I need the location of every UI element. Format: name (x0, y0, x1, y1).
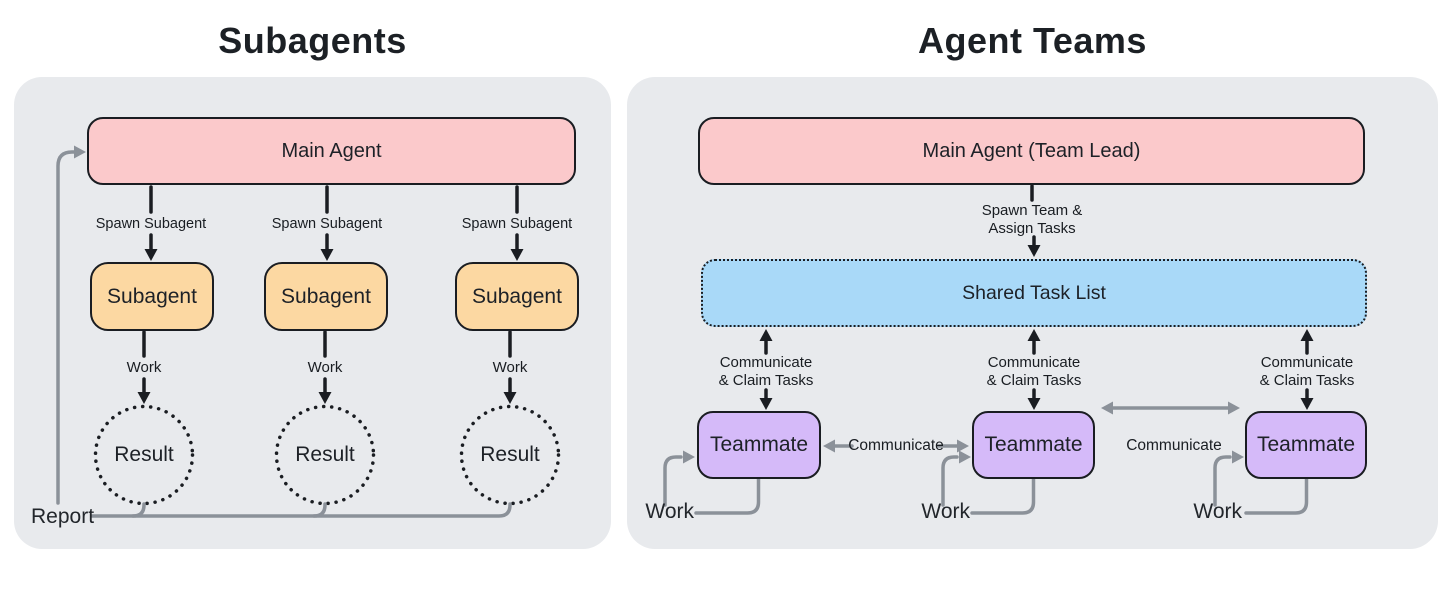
subagent-node-2: Subagent (264, 262, 388, 331)
teammate-node-1: Teammate (697, 411, 821, 479)
shared-task-list-label: Shared Task List (962, 281, 1106, 304)
right-panel-title: Agent Teams (918, 20, 1147, 61)
teammate-label-1: Teammate (709, 433, 809, 456)
subagent-node-1: Subagent (90, 262, 214, 331)
teammate-node-2: Teammate (972, 411, 1095, 479)
result-label-2: Result (295, 443, 355, 466)
teammate-work-label-3: Work (1193, 500, 1242, 523)
claim-label-1-line1: Communicate (719, 354, 813, 371)
spawn-subagent-label-1: Spawn Subagent (95, 216, 207, 232)
teammate-work-label-1: Work (645, 500, 694, 523)
spawn-subagent-label-2: Spawn Subagent (271, 216, 383, 232)
teammate-label-2: Teammate (984, 433, 1083, 456)
work-label-3: Work (492, 359, 528, 376)
teammate-work-label-2: Work (921, 500, 970, 523)
main-agent-node: Main Agent (87, 117, 576, 185)
left-panel-title: Subagents (218, 20, 407, 61)
team-lead-label: Main Agent (Team Lead) (922, 139, 1141, 162)
teammate-label-3: Teammate (1256, 433, 1356, 456)
claim-label-2-line1: Communicate (987, 354, 1081, 371)
spawn-team-label-line1: Spawn Team & (981, 202, 1083, 219)
claim-label-1-line2: & Claim Tasks (718, 372, 814, 389)
claim-label-3-line1: Communicate (1260, 354, 1354, 371)
subagent-label-1: Subagent (107, 284, 197, 308)
result-label-1: Result (114, 443, 174, 466)
team-lead-node: Main Agent (Team Lead) (698, 117, 1365, 185)
subagent-label-2: Subagent (281, 284, 371, 308)
shared-task-list-node: Shared Task List (701, 259, 1367, 327)
result-label-3: Result (480, 443, 540, 466)
claim-label-3-line2: & Claim Tasks (1259, 372, 1355, 389)
work-label-1: Work (126, 359, 162, 376)
subagent-node-3: Subagent (455, 262, 579, 331)
spawn-subagent-label-3: Spawn Subagent (461, 216, 573, 232)
communicate-label-12: Communicate (848, 437, 944, 454)
main-agent-label: Main Agent (281, 139, 382, 162)
work-label-2: Work (307, 359, 343, 376)
communicate-label-23: Communicate (1126, 437, 1222, 454)
subagent-label-3: Subagent (472, 284, 562, 308)
claim-label-2-line2: & Claim Tasks (986, 372, 1082, 389)
teammate-node-3: Teammate (1245, 411, 1367, 479)
report-label: Report (31, 505, 95, 528)
spawn-team-label-line2: Assign Tasks (988, 220, 1076, 237)
